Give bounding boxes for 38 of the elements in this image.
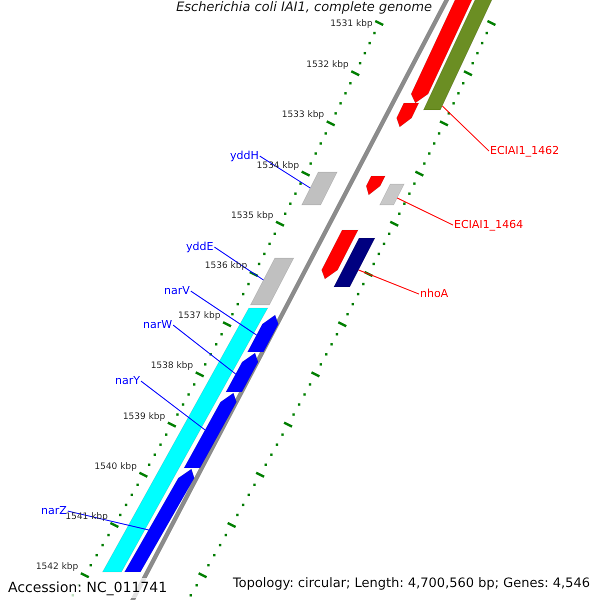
gene-label: narV — [164, 285, 190, 296]
gene-label: yddE — [186, 241, 214, 252]
scale-label: 1539 kbp — [122, 412, 166, 422]
gene-bar — [301, 172, 338, 206]
scale-label: 1538 kbp — [150, 362, 194, 372]
scale-label: 1535 kbp — [230, 212, 274, 221]
leader-line — [67, 510, 150, 530]
scale-label: 1533 kbp — [282, 111, 324, 120]
gene-bar — [321, 230, 359, 280]
scale-label: 1542 kbp — [36, 563, 78, 572]
gene-label: ECIAI1_1464 — [454, 219, 524, 230]
gene-bar — [250, 258, 294, 306]
leader-line — [214, 246, 264, 280]
gene-bar — [396, 102, 420, 128]
scale-label: 1531 kbp — [330, 20, 373, 29]
gene-label: yddH — [230, 150, 259, 161]
scale-label: 1540 kbp — [94, 462, 137, 472]
gene-label: nhoA — [420, 288, 448, 299]
scale-label: 1537 kbp — [178, 312, 220, 322]
gene-label: ECIAI1_1462 — [490, 145, 560, 156]
leader-line — [442, 106, 490, 152]
leader-line — [358, 270, 420, 295]
gene-label: narY — [115, 375, 140, 386]
gene-bar — [184, 392, 237, 468]
genome-info-text: Topology: circular; Length: 4,700,560 bp; Genes: 4,546 — [232, 577, 590, 590]
gene-bar — [247, 314, 279, 352]
scale-label: 1532 kbp — [306, 61, 349, 70]
gene-bar — [379, 184, 405, 206]
gene-bar — [366, 176, 386, 196]
leader-line — [172, 324, 236, 374]
gene-label: narZ — [41, 505, 67, 516]
leader-line — [140, 380, 206, 430]
title: Escherichia coli IAI1, complete genome — [176, 1, 432, 14]
leader-line — [259, 156, 311, 188]
gene-bar — [225, 352, 258, 392]
gene-bar — [333, 238, 376, 288]
leader-line — [190, 290, 258, 336]
gene-label: narW — [143, 319, 172, 330]
